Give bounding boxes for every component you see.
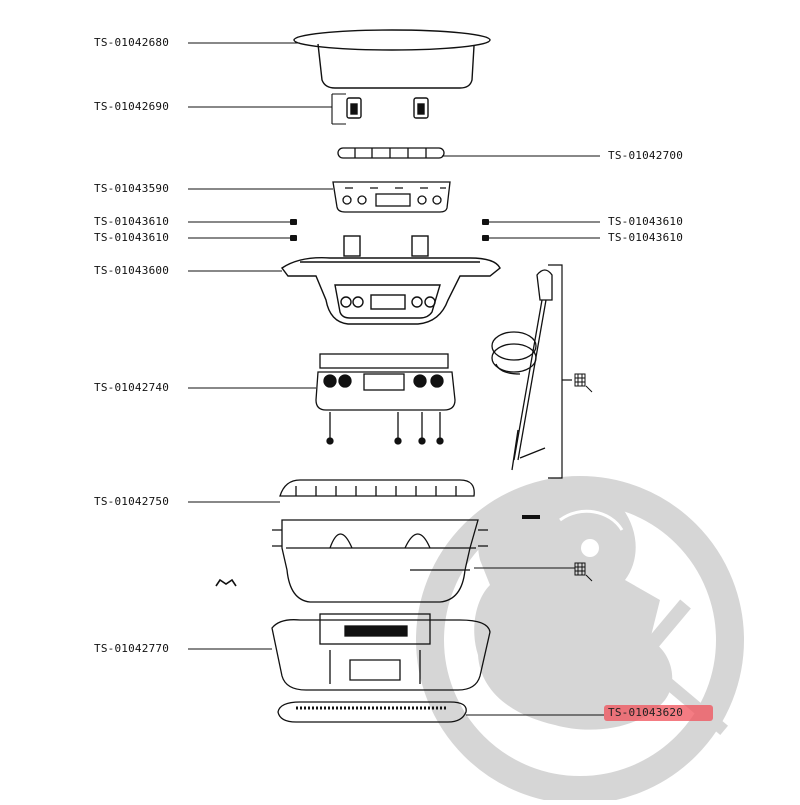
part-electronic-board[interactable] bbox=[315, 353, 456, 445]
part-control-panel[interactable] bbox=[332, 181, 451, 213]
part-label-grille[interactable]: TS-01042750 bbox=[94, 495, 170, 508]
part-upper-housing[interactable] bbox=[280, 235, 501, 325]
part-label-screw-left-1[interactable]: TS-01043610 bbox=[94, 215, 170, 228]
part-label-clips[interactable]: TS-01042690 bbox=[94, 100, 170, 113]
bowl-latch[interactable] bbox=[522, 515, 540, 519]
part-temperature-probe[interactable] bbox=[491, 269, 553, 471]
part-label-button-strip[interactable]: TS-01042700 bbox=[608, 149, 684, 162]
part-grille[interactable] bbox=[279, 479, 475, 497]
part-label-screw-right-1[interactable]: TS-01043610 bbox=[608, 215, 684, 228]
part-main-bowl[interactable] bbox=[272, 519, 488, 603]
part-label-base-body[interactable]: TS-01042770 bbox=[94, 642, 170, 655]
leader-lines bbox=[188, 42, 604, 716]
part-label-control-panel[interactable]: TS-01043590 bbox=[94, 182, 170, 195]
part-label-electronic-board[interactable]: TS-01042740 bbox=[94, 381, 170, 394]
tools-watermark-icon bbox=[416, 476, 744, 804]
part-label-upper-housing[interactable]: TS-01043600 bbox=[94, 264, 170, 277]
part-label-screw-right-2[interactable]: TS-01043610 bbox=[608, 231, 684, 244]
probe-group-bracket bbox=[548, 264, 572, 479]
part-button-strip[interactable] bbox=[337, 147, 445, 159]
part-label-lid[interactable]: TS-01042680 bbox=[94, 36, 170, 49]
part-screws[interactable] bbox=[290, 219, 489, 241]
part-bottom-plate[interactable] bbox=[277, 701, 467, 723]
component-kit-icon bbox=[574, 562, 593, 582]
part-label-screw-left-2[interactable]: TS-01043610 bbox=[94, 231, 170, 244]
part-label-bottom-plate-highlighted[interactable]: TS-01043620 bbox=[604, 705, 714, 721]
part-lid-tray[interactable] bbox=[293, 29, 491, 89]
part-clips[interactable] bbox=[346, 97, 429, 119]
part-base-body[interactable] bbox=[271, 613, 491, 691]
component-kit-icon bbox=[574, 373, 593, 393]
clip-small[interactable] bbox=[215, 578, 237, 587]
